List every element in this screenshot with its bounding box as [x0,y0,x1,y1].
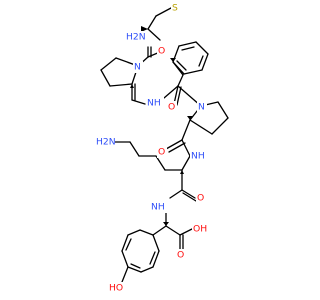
bond-skeleton [100,7,229,283]
pro2-ring-nitrogen-label: N [198,102,205,113]
stereo-wedges [130,26,193,226]
tyr-acid-oh-label: OH [193,224,207,235]
pro1-ring-nitrogen-label: N [134,62,141,73]
pro1-amide-nh-label: NH [147,98,161,109]
pro2-carbonyl-oxygen-label: O [158,147,165,158]
met-carbonyl-oxygen-label: O [158,46,165,57]
sulfur-label: S [172,3,178,14]
phe-carbonyl-oxygen-label: O [168,102,175,113]
lys-side-chain-amine-label: H2N [96,137,116,148]
amine-n-terminal-label: H2N [126,32,146,43]
atom-labels: H2N S O N NH O N O H2N NH O NH OH O HO [95,2,210,294]
tyr-phenol-oh-label: HO [109,283,123,294]
molecule-structure-diagram: H2N S O N NH O N O H2N NH O NH OH O HO [95,2,229,294]
tyr-acid-oxygen-label: O [177,250,184,261]
lys-carbonyl-oxygen-label: O [197,193,204,204]
lys-alpha-nh-label: NH [191,151,205,162]
tyr-alpha-nh-label: NH [151,202,165,213]
